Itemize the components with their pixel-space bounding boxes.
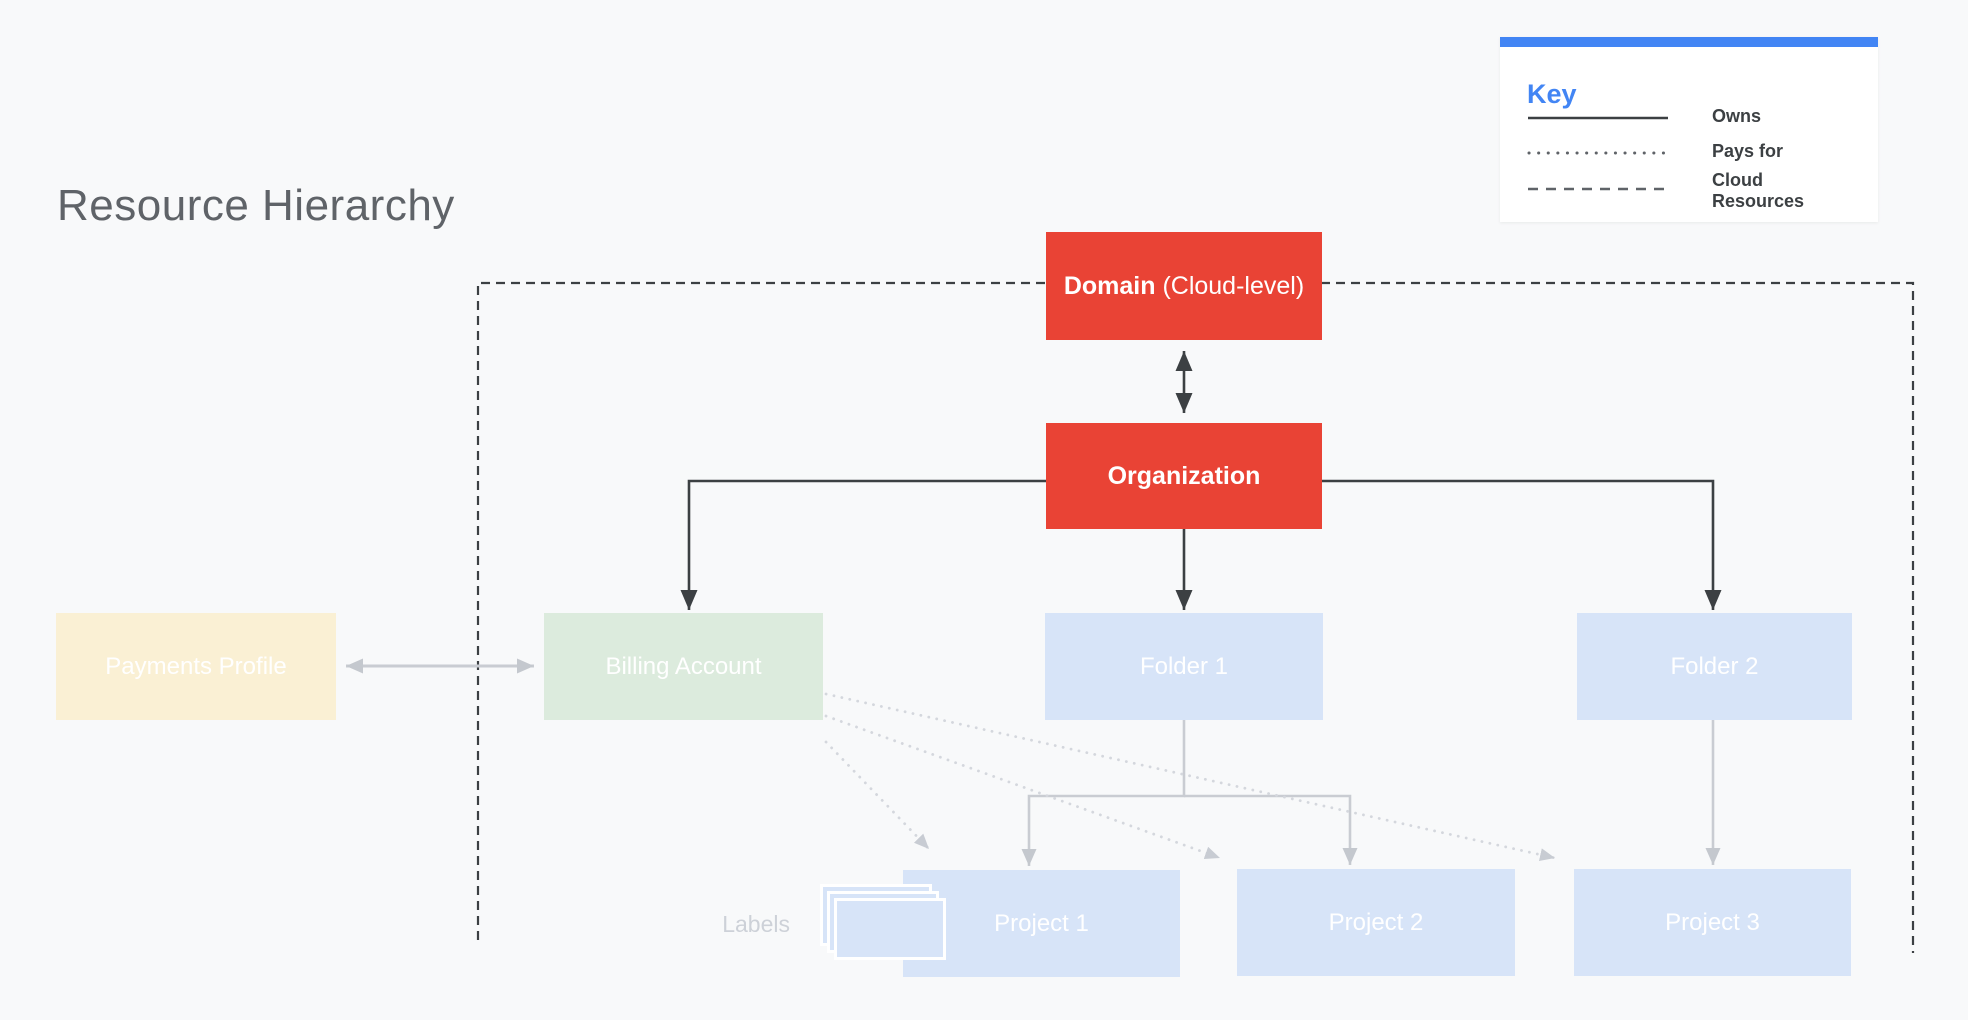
legend-key-box: Key Owns Pays for Cloud Resources xyxy=(1500,37,1878,222)
folder-1-label: Folder 1 xyxy=(1139,652,1229,680)
connector-billing-pays-project-2 xyxy=(824,714,1222,860)
billing-account-label: Billing Account xyxy=(605,652,762,680)
labels-caption: Labels xyxy=(722,911,790,937)
node-billing-account: Billing Account xyxy=(544,613,823,720)
connector-folder-1-project-1 xyxy=(1021,720,1186,866)
connector-organization-folder-2 xyxy=(1322,479,1722,610)
connector-organization-billing-account xyxy=(680,479,1046,610)
project-2-label: Project 2 xyxy=(1328,908,1424,936)
node-payments-profile: Payments Profile xyxy=(56,613,336,720)
legend-dashed-line-icon xyxy=(1528,187,1668,191)
legend-label-pays-for: Pays for xyxy=(1712,141,1784,161)
legend-accent-bar xyxy=(1500,37,1878,47)
legend-dotted-line-icon xyxy=(1527,151,1669,155)
labels-stack-icon xyxy=(820,884,952,964)
connector-billing-pays-project-1 xyxy=(824,740,931,851)
domain-qualifier: (Cloud-level) xyxy=(1155,271,1305,300)
organization-label: Organization xyxy=(1107,461,1261,490)
page-title: Resource Hierarchy xyxy=(57,181,455,230)
project-3-label: Project 3 xyxy=(1665,908,1760,936)
node-project-3: Project 3 xyxy=(1574,869,1851,976)
node-domain: Domain (Cloud-level) xyxy=(1046,232,1322,340)
payments-profile-label: Payments Profile xyxy=(105,652,287,680)
legend-heading: Key xyxy=(1527,79,1577,109)
connector-folder-1-project-2 xyxy=(1184,794,1358,865)
legend-label-owns: Owns xyxy=(1712,106,1762,126)
folder-2-label: Folder 2 xyxy=(1670,652,1759,680)
domain-label: Domain xyxy=(1063,271,1156,300)
project-1-label: Project 1 xyxy=(994,909,1089,937)
legend-solid-line-icon xyxy=(1528,116,1668,120)
node-folder-2: Folder 2 xyxy=(1577,613,1852,720)
legend-label-cloud-resources: Cloud Resources xyxy=(1712,170,1805,211)
node-folder-1: Folder 1 xyxy=(1045,613,1323,720)
node-project-2: Project 2 xyxy=(1237,869,1515,976)
node-organization: Organization xyxy=(1046,423,1322,529)
label-card-front xyxy=(834,898,946,960)
